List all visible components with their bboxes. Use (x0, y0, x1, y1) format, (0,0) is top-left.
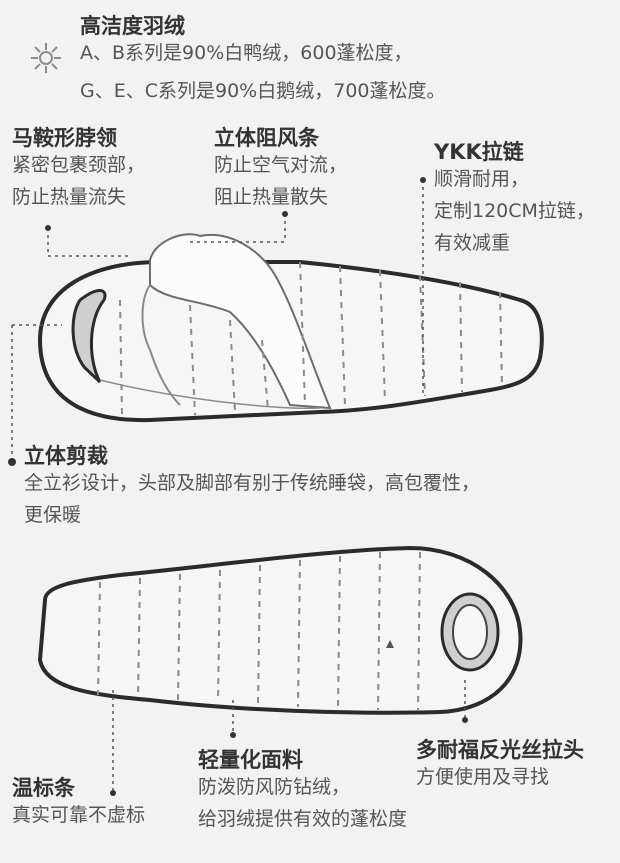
fabric-line-2: 给羽绒提供有效的蓬松度 (198, 808, 408, 830)
draft-tube-title: 立体阻风条 (214, 126, 319, 150)
cut-line-1: 全立衫设计，头部及脚部有别于传统睡袋，高包覆性， (24, 472, 481, 494)
fabric-title: 轻量化面料 (198, 748, 303, 772)
puller-title: 多耐福反光丝拉头 (416, 738, 584, 762)
bottom-sleeping-bag (37, 545, 523, 715)
fabric-line-1: 防泼防风防钻绒， (198, 776, 351, 798)
down-line-2: G、E、C系列是90%白鹅绒，700蓬松度。 (80, 80, 446, 102)
down-line-1: A、B系列是90%白鸭绒，600蓬松度， (80, 42, 413, 64)
zipper-line-2: 定制120CM拉链， (434, 200, 595, 222)
zipper-line-1: 顺滑耐用， (434, 168, 530, 190)
cut-title: 立体剪裁 (24, 444, 108, 468)
zipper-title: YKK拉链 (434, 140, 524, 164)
draft-tube-line-1: 防止空气对流， (214, 154, 348, 176)
collar-title: 马鞍形脖领 (12, 126, 117, 150)
down-feather-icon (31, 43, 61, 73)
draft-tube-line-2: 阻止热量散失 (214, 186, 329, 208)
puller-line-1: 方便使用及寻找 (416, 766, 550, 788)
temp-label-line-1: 真实可靠不虚标 (12, 804, 146, 826)
cut-line-2: 更保暖 (24, 504, 82, 526)
zipper-line-3: 有效减重 (434, 232, 511, 254)
down-title: 高洁度羽绒 (80, 14, 185, 38)
collar-line-1: 紧密包裹颈部， (12, 154, 146, 176)
collar-line-2: 防止热量流失 (12, 186, 127, 208)
temp-label-title: 温标条 (12, 776, 75, 800)
top-sleeping-bag (37, 233, 544, 423)
